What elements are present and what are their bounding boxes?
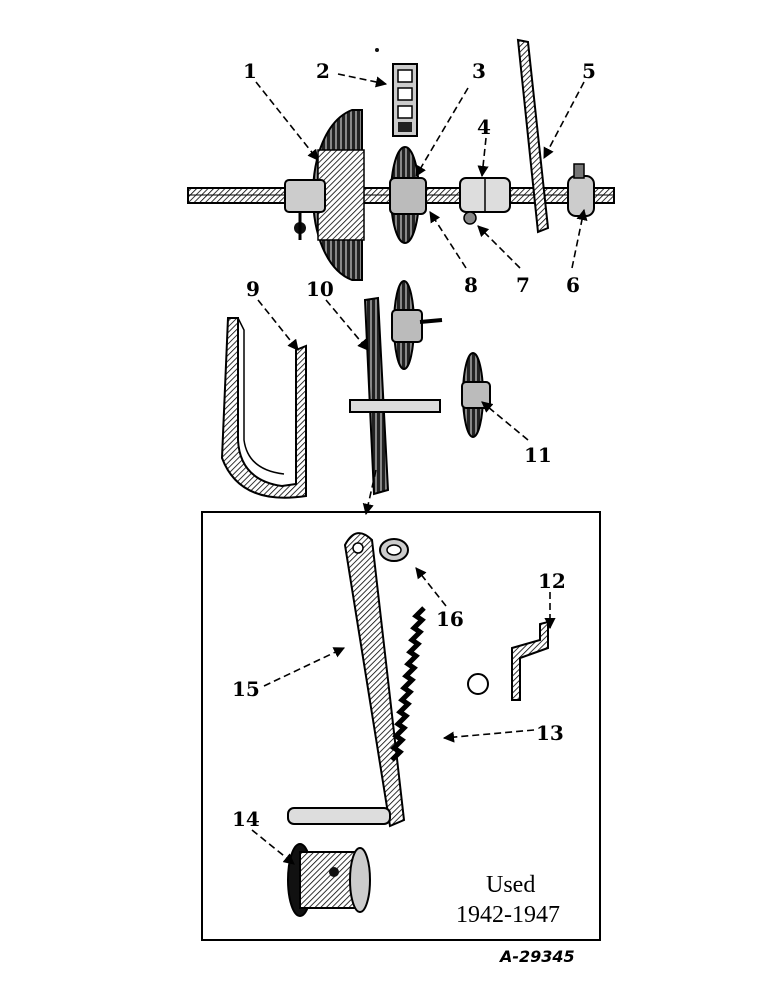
callout-7: 7: [516, 273, 530, 297]
callout-13: 13: [536, 721, 564, 745]
bevel-gear-part-1: [284, 109, 365, 281]
callout-12: 12: [538, 569, 566, 593]
callout-4: 4: [477, 115, 491, 139]
callout-2: 2: [316, 59, 330, 83]
lever-part-15: [287, 532, 406, 828]
leader-lines: [251, 73, 588, 865]
callout-1: 1: [243, 59, 257, 83]
callout-14: 14: [232, 807, 260, 831]
spring-part-13: [390, 606, 489, 762]
callout-6: 6: [566, 273, 580, 297]
inset-note-line1: Used: [486, 872, 535, 898]
chain-part-2: [375, 48, 418, 137]
reference-number: A-29345: [498, 947, 575, 966]
callout-8: 8: [464, 273, 478, 297]
callout-9: 9: [246, 277, 260, 301]
guard-part-9: [220, 317, 307, 499]
callout-5: 5: [582, 59, 596, 83]
inset-note-line2: 1942-1947: [456, 902, 560, 928]
sprocket-part-11: [461, 352, 491, 438]
callout-3: 3: [472, 59, 486, 83]
callout-10: 10: [306, 277, 334, 301]
callout-labels: 1 2 3 4 5 6 7 8 9 10 11 12 13 14 15 16: [232, 59, 596, 831]
inset-frame: [201, 511, 601, 941]
callout-16: 16: [436, 607, 464, 631]
spool-part-14: [287, 843, 371, 917]
arm-part-10: [349, 280, 443, 496]
sprocket-part-3: [389, 146, 427, 244]
collar-part-4: [459, 177, 511, 225]
bushing-part-16: [379, 538, 409, 562]
collar-part-6: [567, 163, 595, 217]
callout-15: 15: [232, 677, 260, 701]
bracket-part-12: [511, 620, 549, 701]
plate-part-5: [516, 38, 550, 234]
callout-11: 11: [524, 443, 552, 467]
